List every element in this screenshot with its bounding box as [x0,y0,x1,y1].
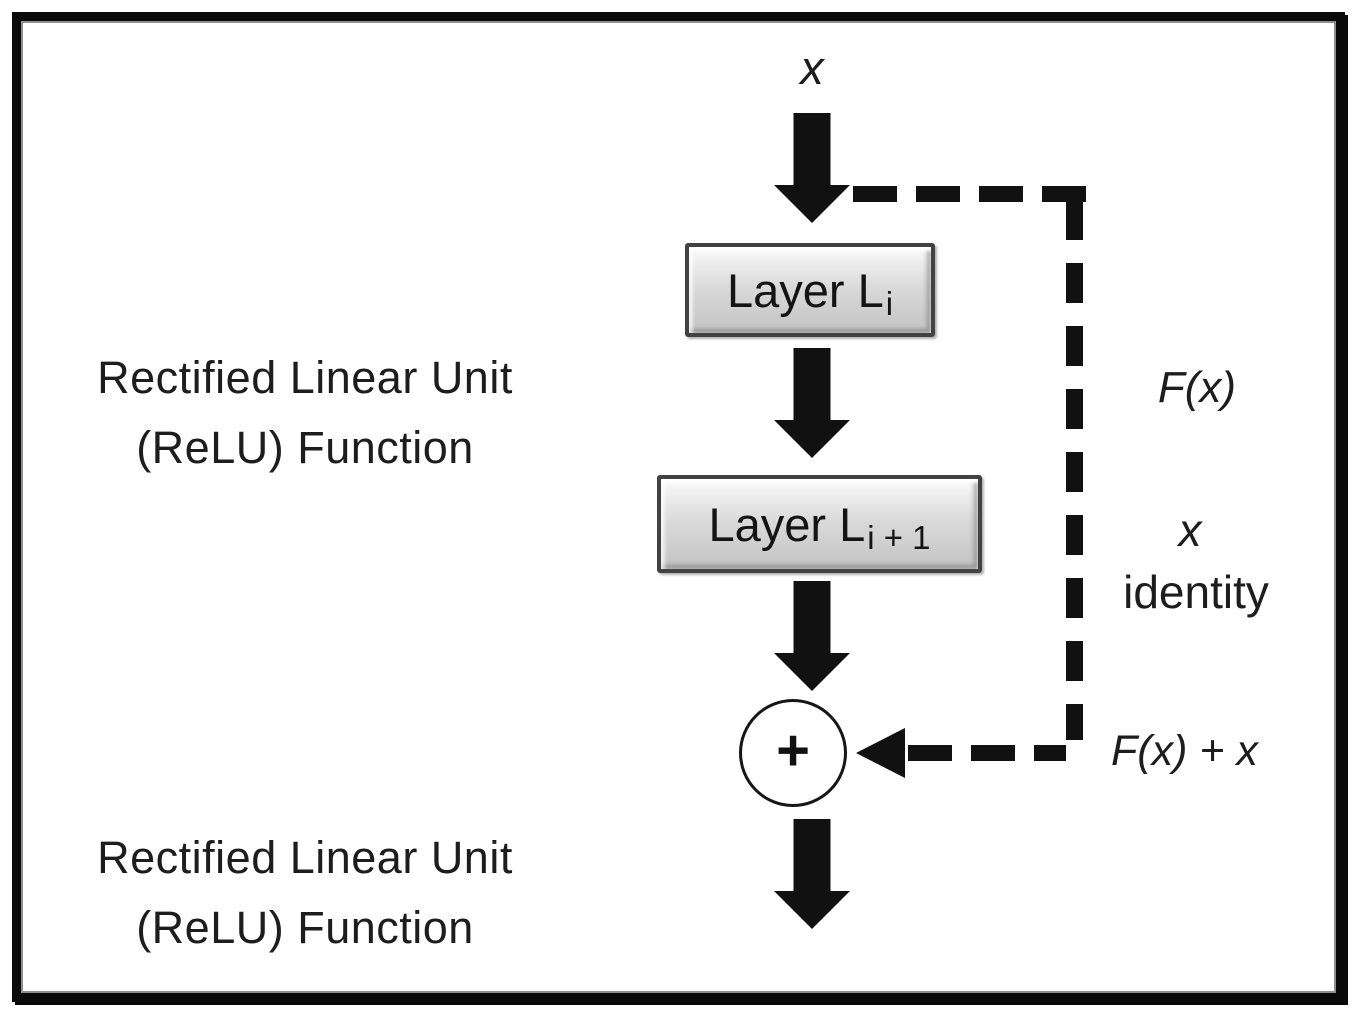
layer-li-plus-1-subscript: i + 1 [867,519,931,556]
relu-label-bottom-line1: Rectified Linear Unit [97,832,513,883]
skip-x-label: x [1178,504,1202,556]
layer-li-label: Layer L [726,263,884,317]
relu-label-top: Rectified Linear Unit (ReLU) Function [40,343,570,483]
relu-label-bottom: Rectified Linear Unit (ReLU) Function [40,823,570,963]
sum-node: + [739,699,847,807]
down-arrow-output-icon [774,819,850,929]
relu-label-top-line1: Rectified Linear Unit [97,352,513,403]
skip-connection-top-dashed-line [853,186,1086,202]
identity-label: identity [1123,566,1269,618]
layer-li-plus-1-label: Layer L [708,497,866,551]
diagram-frame [12,12,1345,1002]
relu-label-top-line2: (ReLU) Function [136,422,474,473]
skip-connection-arrowhead-icon [856,728,905,778]
down-arrow-input-icon [774,113,850,223]
fx-plus-x-label: F(x) + x [1111,727,1258,775]
fx-label: F(x) [1157,363,1237,412]
skip-connection-vertical-dashed-line [1066,200,1083,740]
relu-label-bottom-line2: (ReLU) Function [136,902,474,953]
layer-li-subscript: i [885,285,894,322]
input-x-label: x [800,41,824,94]
skip-connection-bottom-dashed-line [908,745,1066,761]
plus-icon: + [776,717,810,783]
down-arrow-to-sum-icon [774,581,850,691]
down-arrow-between-layers-icon [774,348,850,458]
